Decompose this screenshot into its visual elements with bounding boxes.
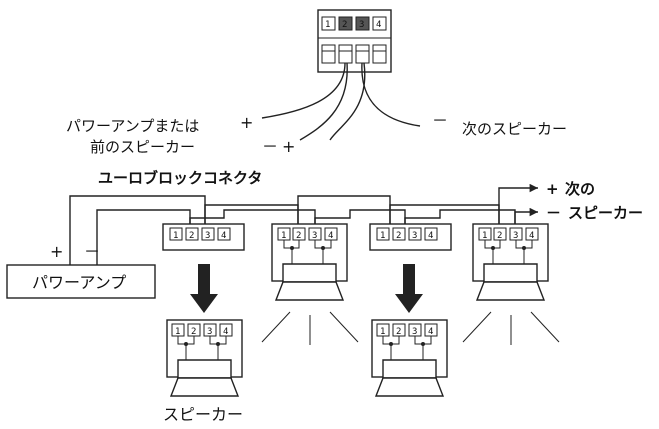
svg-text:4: 4 — [328, 231, 333, 241]
minus-sign-top: － — [262, 137, 278, 156]
svg-text:1: 1 — [175, 327, 180, 337]
plus-sign-top-2: + — [282, 137, 295, 156]
svg-text:2: 2 — [497, 231, 502, 241]
svg-text:1: 1 — [380, 327, 385, 337]
svg-text:1: 1 — [281, 231, 286, 241]
label-next-speaker-top: 次のスピーカー — [462, 120, 567, 138]
detail-pin-2: 2 — [338, 16, 353, 64]
euro-connector-2: 1 2 3 4 — [369, 223, 452, 251]
speaker-1: 1 2 3 4 — [261, 223, 359, 345]
label-amp-or-prev: パワーアンプまたは — [66, 117, 199, 135]
svg-text:4: 4 — [428, 231, 433, 241]
label-next-a: 次の — [565, 180, 595, 198]
next-minus-sign: － — [546, 204, 561, 222]
minus-sign-top-right: － — [432, 111, 448, 130]
svg-text:4: 4 — [223, 327, 228, 337]
label-euro-block: ユーロブロックコネクタ — [98, 169, 262, 187]
svg-text:3: 3 — [312, 231, 317, 241]
svg-text:2: 2 — [396, 327, 401, 337]
amp-minus: － — [84, 242, 100, 261]
detail-pin-3: 3 — [355, 16, 370, 64]
svg-text:3: 3 — [412, 231, 417, 241]
svg-text:2: 2 — [396, 231, 401, 241]
label-next-b: スピーカー — [568, 204, 643, 222]
detail-pin-1: 1 — [321, 16, 336, 64]
svg-text:4: 4 — [376, 20, 381, 30]
svg-text:3: 3 — [359, 20, 364, 30]
down-arrow-2 — [395, 264, 423, 313]
svg-text:3: 3 — [207, 327, 212, 337]
svg-text:2: 2 — [189, 231, 194, 241]
svg-text:3: 3 — [412, 327, 417, 337]
euro-block-detail: 1 2 3 4 — [317, 9, 392, 73]
system-wires — [69, 183, 538, 265]
svg-text:3: 3 — [205, 231, 210, 241]
svg-text:2: 2 — [296, 231, 301, 241]
speaker-bottom-1: 1 2 3 4 — [166, 319, 243, 397]
power-amp-label: パワーアンプ — [32, 273, 126, 292]
svg-text:1: 1 — [325, 20, 330, 30]
svg-text:4: 4 — [221, 231, 226, 241]
svg-text:1: 1 — [380, 231, 385, 241]
power-amp: + － パワーアンプ — [6, 242, 156, 299]
svg-text:3: 3 — [513, 231, 518, 241]
svg-text:2: 2 — [342, 20, 347, 30]
euro-connector-1: 1 2 3 4 — [162, 223, 245, 251]
next-plus-sign: + — [546, 180, 559, 198]
svg-text:4: 4 — [529, 231, 534, 241]
svg-text:1: 1 — [173, 231, 178, 241]
plus-sign-top: + — [240, 113, 253, 132]
speaker-bottom-2: 1 2 3 4 — [371, 319, 448, 397]
down-arrow-1 — [190, 264, 218, 313]
speaker-2: 1 2 3 4 — [462, 223, 560, 345]
svg-text:2: 2 — [191, 327, 196, 337]
svg-text:1: 1 — [482, 231, 487, 241]
label-speaker: スピーカー — [163, 405, 243, 424]
svg-text:4: 4 — [428, 327, 433, 337]
detail-wires — [261, 62, 421, 141]
detail-pin-4: 4 — [372, 16, 387, 64]
amp-plus: + — [50, 242, 63, 261]
label-prev-speaker: 前のスピーカー — [90, 138, 195, 156]
